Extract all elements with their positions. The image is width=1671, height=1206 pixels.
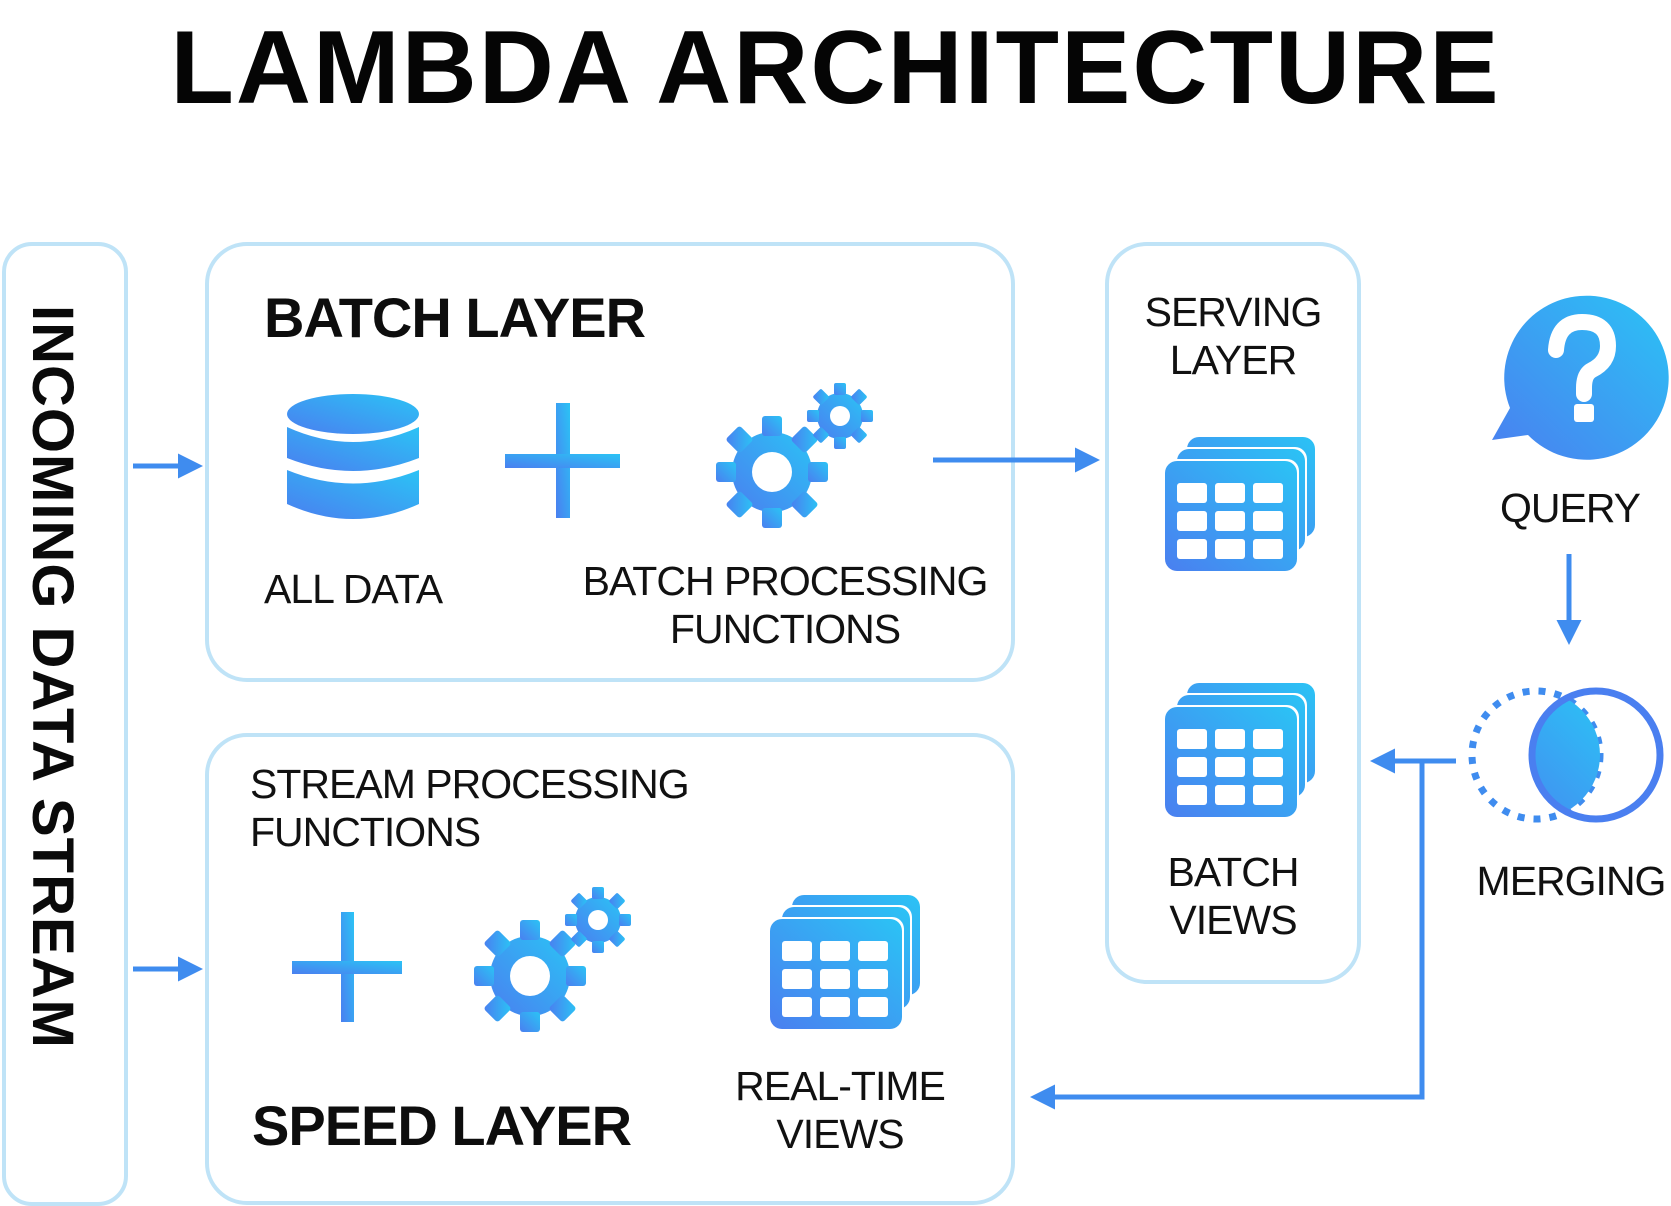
venn-merge-icon — [1468, 687, 1664, 823]
query-label: QUERY — [1499, 485, 1641, 531]
serving-layer-box — [1105, 242, 1361, 984]
merging-to-speed-arrow — [1030, 761, 1425, 1110]
all-data-label: ALL DATA — [264, 566, 443, 612]
plus-icon — [292, 912, 402, 1022]
batch-processing-line1: BATCH PROCESSING — [582, 558, 989, 604]
question-bubble-icon — [1492, 295, 1669, 460]
speed-layer-title: SPEED LAYER — [252, 1094, 632, 1157]
batch-views-line1: BATCH — [1167, 849, 1300, 895]
database-icon — [287, 394, 419, 519]
serving-layer-title: SERVING LAYER — [1105, 288, 1361, 384]
real-time-views-label: REAL-TIME VIEWS — [720, 1062, 960, 1158]
table-stack-icon — [768, 895, 920, 1031]
table-stack-icon — [1163, 683, 1315, 819]
plus-icon — [505, 403, 620, 518]
table-stack-icon — [1163, 437, 1315, 573]
real-time-views-line1: REAL-TIME — [735, 1063, 946, 1109]
stream-processing-line1: STREAM PROCESSING — [250, 761, 690, 807]
batch-views-label: BATCH VIEWS — [1105, 848, 1361, 944]
batch-layer-title: BATCH LAYER — [264, 286, 646, 349]
batch-processing-line2: FUNCTIONS — [669, 606, 901, 652]
incoming-stream-box — [2, 242, 128, 1206]
stream-processing-line2: FUNCTIONS — [250, 809, 481, 855]
serving-layer-line1: SERVING — [1144, 289, 1323, 335]
merging-label: MERGING — [1476, 858, 1667, 904]
page-title: LAMBDA ARCHITECTURE — [170, 10, 1501, 126]
batch-processing-label: BATCH PROCESSING FUNCTIONS — [580, 557, 990, 653]
batch-views-line2: VIEWS — [1169, 897, 1297, 943]
gears-icon — [716, 383, 873, 528]
stream-processing-label: STREAM PROCESSING FUNCTIONS — [250, 760, 690, 856]
real-time-views-line2: VIEWS — [776, 1111, 904, 1157]
gears-icon — [474, 887, 631, 1032]
serving-layer-line2: LAYER — [1169, 337, 1297, 383]
